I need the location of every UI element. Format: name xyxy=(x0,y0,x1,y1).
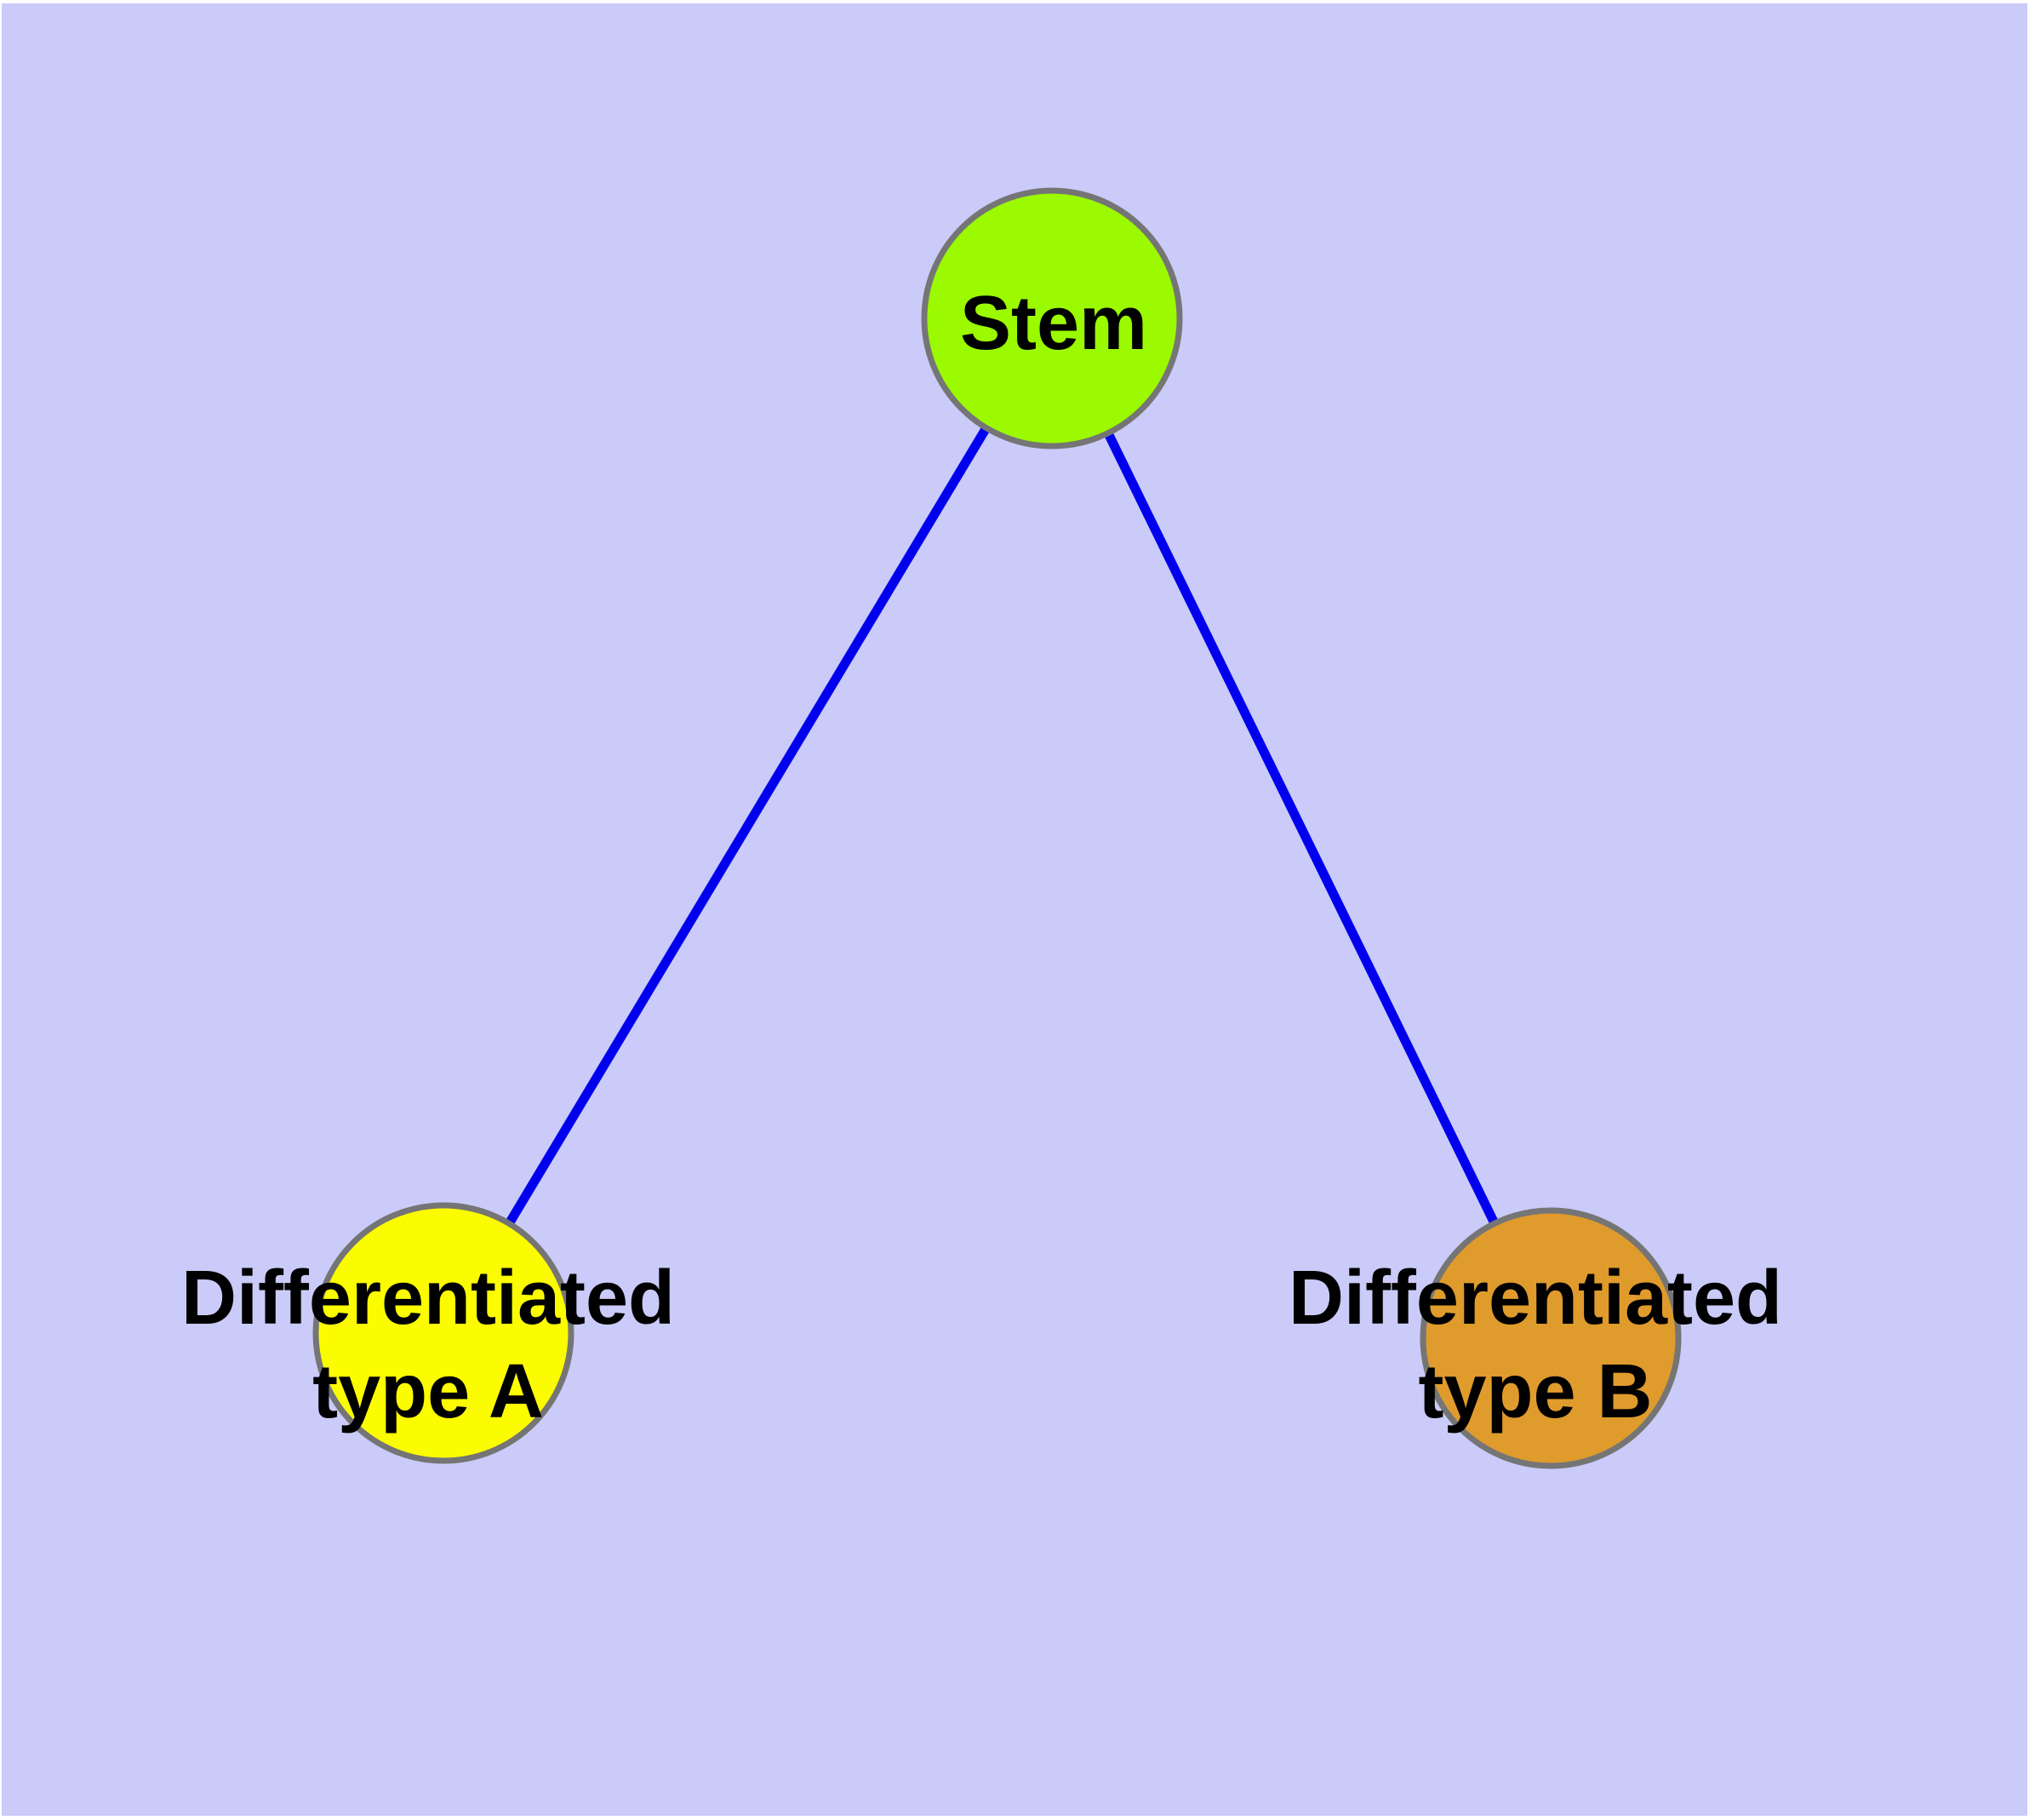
node-stem-label: Stem xyxy=(960,281,1147,366)
node-type-a-label-line-2: type A xyxy=(312,1349,544,1434)
node-differentiated-type-a xyxy=(312,1202,574,1464)
node-type-a-label-line-1: Differentiated xyxy=(181,1256,675,1341)
node-differentiated-type-b xyxy=(1420,1207,1682,1469)
node-type-b-label-line-2: type B xyxy=(1418,1349,1652,1434)
edge-stem-to-type-b xyxy=(1048,316,1555,1341)
node-stem xyxy=(921,187,1183,449)
edge-stem-to-type-a xyxy=(439,316,1056,1336)
node-type-b-label-line-1: Differentiated xyxy=(1289,1256,1782,1341)
